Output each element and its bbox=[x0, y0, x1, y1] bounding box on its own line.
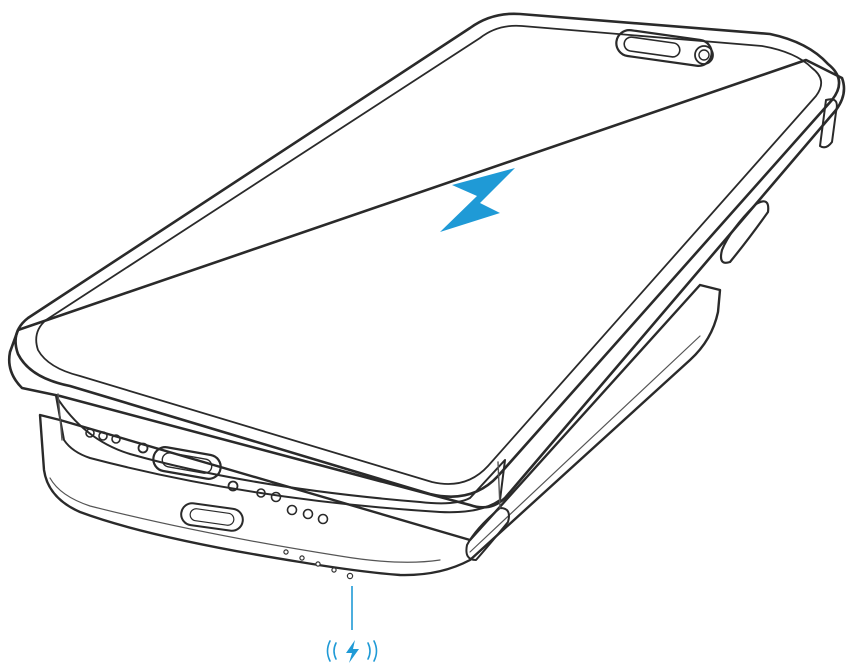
phone-side-button bbox=[719, 200, 770, 264]
lightning-bolt-icon bbox=[440, 168, 515, 232]
battery-case-body bbox=[38, 283, 722, 577]
wireless-charging-icon bbox=[326, 640, 378, 663]
phone-corner-seam bbox=[497, 461, 501, 509]
battery-usb-c-port-inner bbox=[189, 508, 235, 526]
battery-led bbox=[299, 555, 305, 561]
speaker-grille-right bbox=[256, 488, 329, 525]
battery-led bbox=[331, 567, 337, 573]
phone-side-button-upper bbox=[819, 98, 838, 149]
battery-led bbox=[346, 572, 354, 580]
phone-frame-side bbox=[7, 58, 846, 509]
phone-bottom-edge bbox=[55, 395, 506, 514]
camera-pill bbox=[615, 29, 714, 67]
phone-front-outer bbox=[14, 12, 841, 498]
battery-case-side-edge bbox=[469, 335, 701, 553]
battery-led bbox=[315, 561, 321, 567]
front-camera-lens bbox=[694, 45, 714, 65]
phone-screen bbox=[35, 24, 822, 485]
battery-led bbox=[283, 549, 289, 555]
battery-case-lower-edge bbox=[49, 477, 441, 563]
battery-indicator-leds bbox=[283, 549, 354, 580]
speaker-grille-left bbox=[85, 428, 121, 444]
phone-charging-port bbox=[152, 446, 222, 480]
battery-side-button bbox=[465, 507, 510, 561]
battery-case bbox=[38, 283, 722, 577]
battery-usb-c-port bbox=[180, 502, 244, 532]
screw-left bbox=[137, 442, 149, 454]
phone-left-seam bbox=[57, 393, 63, 441]
phone bbox=[7, 12, 846, 525]
screw-right bbox=[227, 480, 239, 492]
